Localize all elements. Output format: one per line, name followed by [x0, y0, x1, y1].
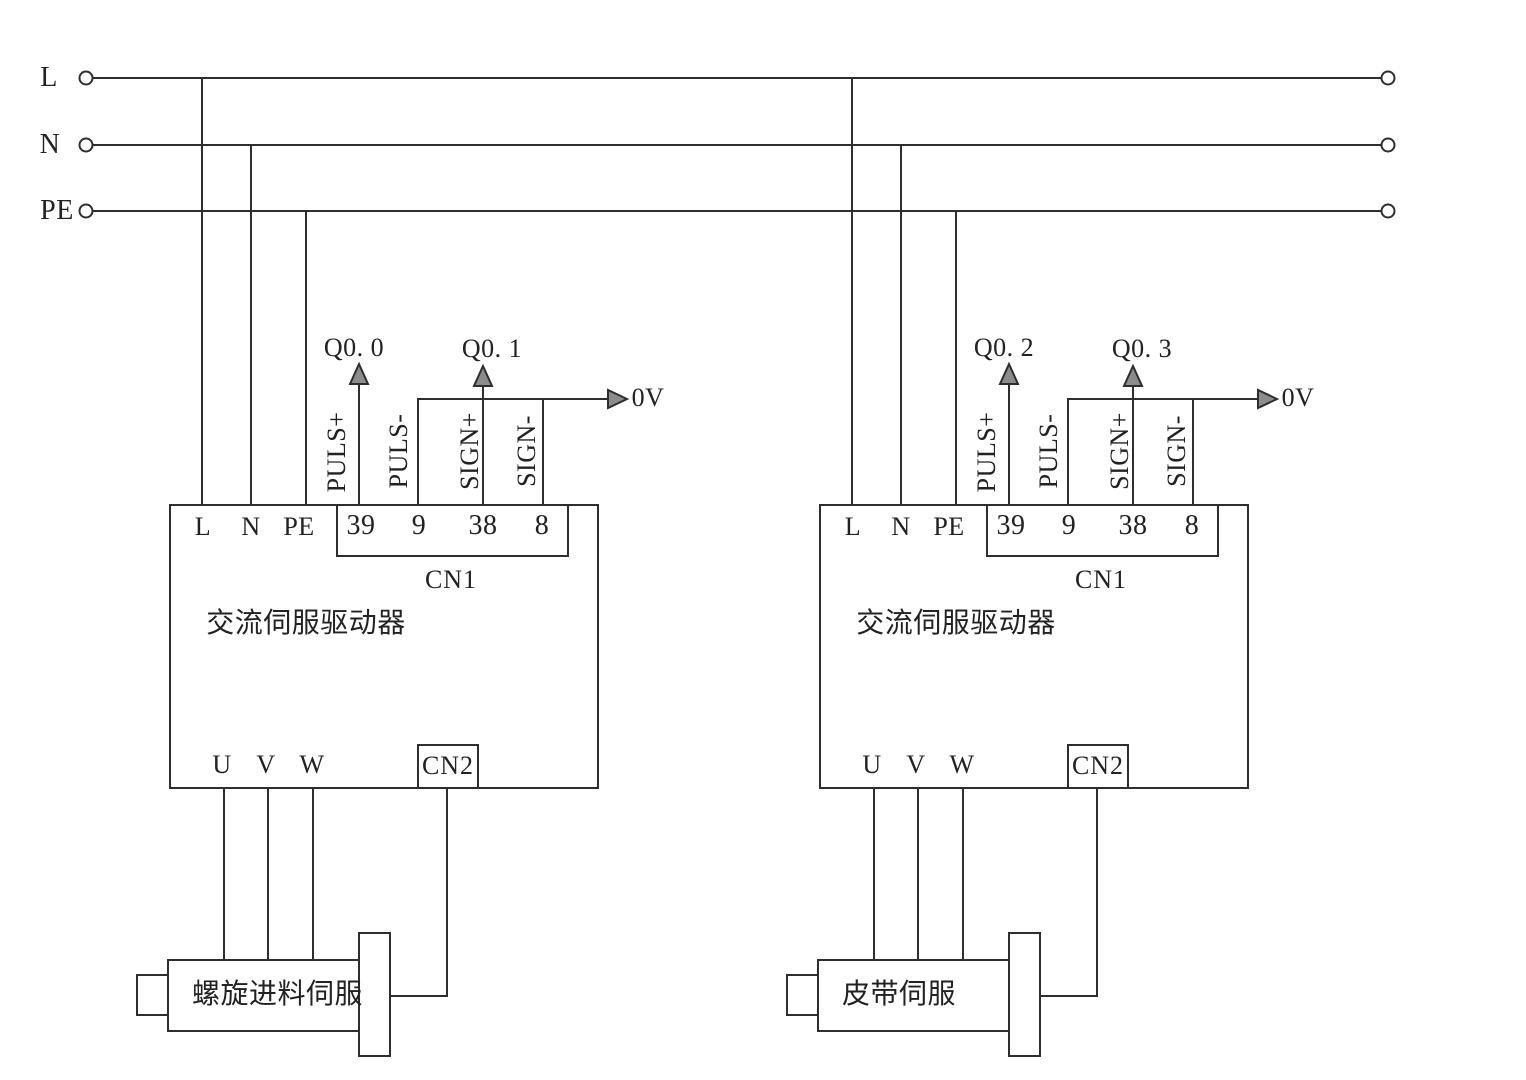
rail-n-terminal-left — [78, 137, 94, 153]
signal-label-puls-minus: PULS- — [1034, 413, 1063, 489]
q-output-arrow-icon — [348, 361, 370, 385]
motor-label: 皮带伺服 — [842, 979, 957, 1010]
driver-terminal-pe: PE — [283, 512, 315, 541]
cn2-label: CN2 — [1071, 751, 1125, 780]
plc-output-label: Q0. 1 — [461, 334, 523, 363]
rail-pe-terminal-left — [78, 203, 94, 219]
cn1-pin-9: 9 — [411, 510, 427, 541]
phase-terminal-w: W — [299, 750, 325, 779]
motor-label: 螺旋进料伺服 — [192, 979, 364, 1010]
signal-label-sign-minus: SIGN- — [512, 415, 541, 487]
motor-shaft — [136, 974, 169, 1016]
phase-terminal-u: U — [862, 750, 882, 779]
plc-output-label: Q0. 2 — [973, 333, 1035, 362]
driver-terminal-pe: PE — [933, 512, 965, 541]
zero-volt-label: 0V — [631, 383, 665, 412]
uvw-wires — [223, 788, 314, 960]
servo-unit-2-geometry — [786, 77, 1278, 1057]
cn1-pin-9: 9 — [1061, 510, 1077, 541]
phase-terminal-v: V — [256, 750, 276, 779]
zero-volt-arrow-icon — [607, 388, 630, 410]
plc-output-label: Q0. 3 — [1111, 334, 1173, 363]
zero-volt-net — [417, 398, 608, 505]
power-rails — [78, 70, 1396, 219]
servo-unit-geometry — [136, 78, 630, 1057]
cn1-connector-box — [336, 504, 569, 557]
rail-label-pe: PE — [40, 195, 74, 226]
signal-label-puls-plus: PULS+ — [322, 411, 351, 493]
q-output-arrow-icon — [472, 363, 494, 387]
cn2-encoder-cable — [390, 788, 448, 997]
phase-terminal-w: W — [949, 750, 975, 779]
signal-label-puls-plus: PULS+ — [972, 411, 1001, 493]
cn1-pin-8: 8 — [534, 510, 550, 541]
driver-terminal-n: N — [891, 512, 911, 541]
motor-encoder-flange — [358, 932, 391, 1057]
driver-title: 交流伺服驱动器 — [206, 608, 406, 639]
rail-l-terminal-right — [1380, 70, 1396, 86]
driver-title: 交流伺服驱动器 — [856, 608, 1056, 639]
cn1-label: CN1 — [424, 565, 478, 594]
plc-output-label: Q0. 0 — [323, 333, 385, 362]
cn2-connector-box — [417, 744, 479, 789]
signal-label-sign-plus: SIGN+ — [1105, 412, 1134, 490]
cn1-pin-39: 39 — [996, 510, 1026, 541]
rail-label-l: L — [40, 62, 58, 93]
rail-pe-terminal-right — [1380, 203, 1396, 219]
signal-label-puls-minus: PULS- — [384, 413, 413, 489]
signal-label-sign-plus: SIGN+ — [455, 412, 484, 490]
cn1-pin-38: 38 — [1118, 510, 1148, 541]
cn1-label: CN1 — [1074, 565, 1128, 594]
zero-volt-label: 0V — [1281, 383, 1315, 412]
cn2-label: CN2 — [421, 751, 475, 780]
rail-tap-wires — [201, 78, 307, 505]
cn1-pin-8: 8 — [1184, 510, 1200, 541]
signal-label-sign-minus: SIGN- — [1162, 415, 1191, 487]
phase-terminal-u: U — [212, 750, 232, 779]
driver-terminal-l: L — [194, 512, 212, 541]
cn1-pin-39: 39 — [346, 510, 376, 541]
rail-l-terminal-left — [78, 70, 94, 86]
driver-terminal-l: L — [844, 512, 862, 541]
rail-label-n: N — [39, 129, 61, 160]
cn1-pin-38: 38 — [468, 510, 498, 541]
rail-n-terminal-right — [1380, 137, 1396, 153]
phase-terminal-v: V — [906, 750, 926, 779]
driver-terminal-n: N — [241, 512, 261, 541]
